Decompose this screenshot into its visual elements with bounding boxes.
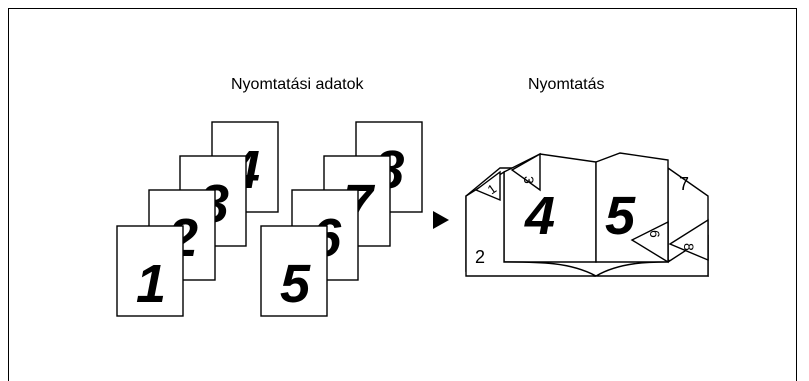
- booklet-page-2: 2: [475, 247, 485, 267]
- stack-page-5: 5: [260, 225, 328, 317]
- right-arrow-icon: [433, 211, 449, 229]
- left-stack: 4 3 2 1: [116, 121, 279, 317]
- print-data-label: Nyomtatási adatok: [231, 76, 364, 93]
- corner-page-1: [474, 170, 501, 202]
- booklet: 1 2 3 4 5 6 7 8: [465, 152, 709, 278]
- svg-text:5: 5: [280, 254, 311, 314]
- corner-page-3: [510, 152, 541, 192]
- right-stack: 8 7 6 5: [260, 121, 423, 317]
- booklet-page-4: 4: [524, 186, 555, 246]
- corner-page-8: [668, 218, 709, 262]
- booklet-page-3: 3: [521, 176, 537, 184]
- booklet-page-5: 5: [605, 186, 636, 246]
- svg-text:1: 1: [136, 254, 166, 314]
- booklet-page-8: 8: [681, 243, 697, 251]
- print-output-label: Nyomtatás: [528, 76, 605, 93]
- corner-page-6: [630, 220, 669, 264]
- stack-page-1: 1: [116, 225, 184, 317]
- booklet-page-7: 7: [679, 174, 689, 194]
- booklet-page-6: 6: [647, 230, 663, 238]
- diagram-frame: [8, 8, 797, 381]
